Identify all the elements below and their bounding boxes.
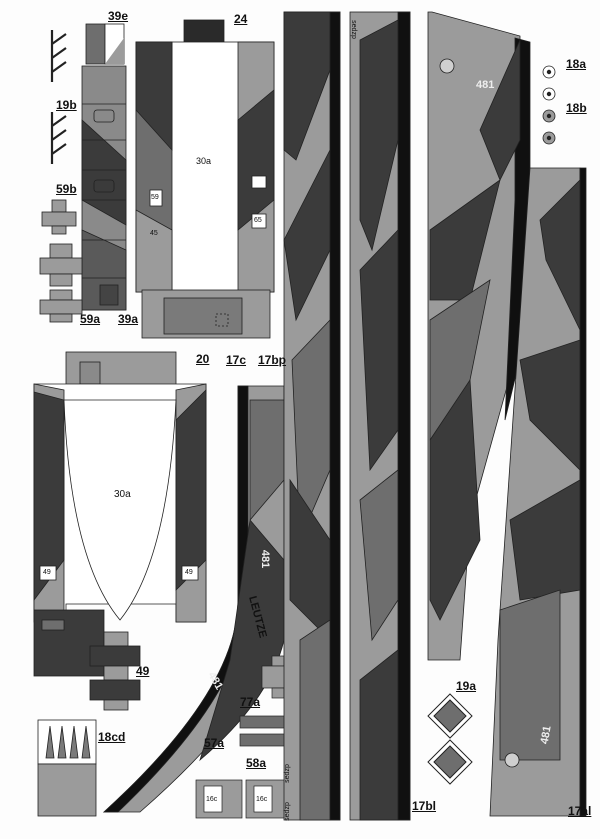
part-17bp-long-strip <box>283 11 341 821</box>
part-19a-panels <box>427 693 473 785</box>
part-19b-column <box>81 65 127 311</box>
mark-49-left: 49 <box>43 569 51 576</box>
label-59b: 59b <box>56 182 77 196</box>
label-18cd: 18cd <box>98 730 126 744</box>
part-20-deckhouse-lower <box>33 351 207 677</box>
label-39a: 39a <box>118 312 139 326</box>
label-58a: 58a <box>246 756 267 770</box>
mark-65: 65 <box>254 217 262 224</box>
part-17c-hull-strip <box>102 385 285 813</box>
mark-49-right: 49 <box>185 569 193 576</box>
part-59a-net <box>39 243 83 323</box>
part-17al-hull <box>439 58 587 817</box>
label-57a: 57a <box>204 736 225 750</box>
mark-edge-word-c: sedzp <box>283 802 291 821</box>
label-17al: 17al <box>568 804 592 818</box>
part-hull-upper-right <box>427 11 531 661</box>
mark-edge-word-a: sedzp <box>349 20 357 39</box>
part-58a <box>195 779 293 819</box>
antenna-parts-19b <box>50 30 67 164</box>
mark-30a-big: 30a <box>114 489 131 500</box>
part-49-net <box>89 631 141 711</box>
mark-16c-a: 16c <box>206 796 218 803</box>
label-49: 49 <box>136 664 150 678</box>
label-20: 20 <box>196 352 210 366</box>
label-17bp: 17bp <box>258 353 287 367</box>
part-17bl-long-strip <box>349 11 411 821</box>
label-77a: 77a <box>240 695 261 709</box>
label-24: 24 <box>234 12 248 26</box>
part-24-deckhouse-upper <box>135 19 275 339</box>
label-17bl: 17bl <box>412 799 437 813</box>
mark-30a-top: 30a <box>196 156 212 166</box>
label-19a: 19a <box>456 679 477 693</box>
part-39e <box>85 23 125 65</box>
mark-45: 45 <box>150 230 158 237</box>
label-18b: 18b <box>566 101 587 115</box>
part-18cd <box>37 719 97 817</box>
label-18a: 18a <box>566 57 587 71</box>
label-19b: 19b <box>56 98 77 112</box>
part-18a-rings <box>542 65 556 101</box>
mark-edge-word-b: sedzp <box>283 764 291 783</box>
mark-481-bottom: 481 <box>538 724 554 746</box>
label-59a: 59a <box>80 312 101 326</box>
part-57a <box>239 715 287 747</box>
mark-481-strip: 481 <box>259 549 272 569</box>
mark-59: 59 <box>151 194 159 201</box>
part-59b-net <box>41 199 77 235</box>
mark-481-top: 481 <box>476 79 495 91</box>
label-39e: 39e <box>108 9 129 23</box>
label-17c: 17c <box>226 353 247 367</box>
part-18b-rings <box>542 109 556 145</box>
mark-16c-b: 16c <box>256 796 268 803</box>
